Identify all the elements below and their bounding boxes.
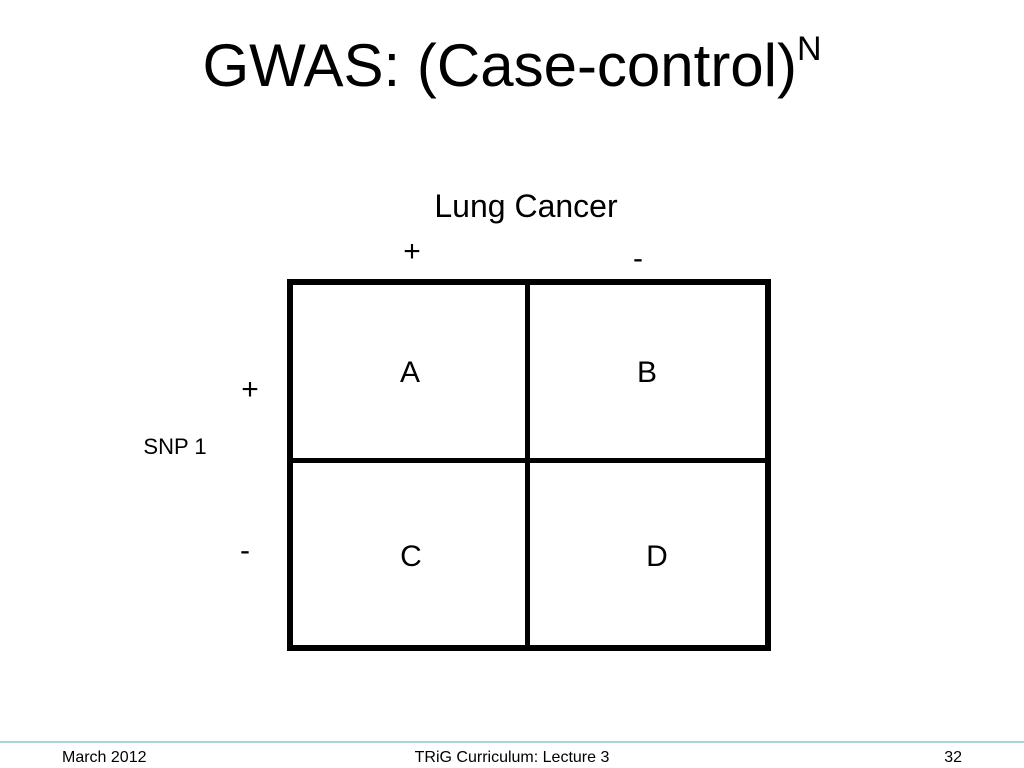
slide-title-text: GWAS: (Case-control): [202, 32, 797, 99]
table-cell-c: C: [293, 463, 530, 645]
row-sign-negative: -: [240, 534, 250, 567]
slide-title: GWAS: (Case-control)N: [0, 26, 1024, 115]
cell-label-b: B: [636, 356, 657, 389]
footer-divider: [0, 741, 1024, 743]
table-cell-d: D: [530, 463, 765, 645]
cell-label-d: D: [646, 540, 668, 573]
table-cell-b: B: [530, 285, 765, 463]
contingency-table: A B C D: [287, 279, 771, 651]
footer-date: March 2012: [62, 749, 147, 766]
column-sign-positive: +: [403, 235, 421, 268]
row-sign-positive: +: [241, 373, 259, 406]
footer-course-title: TRiG Curriculum: Lecture 3: [414, 749, 610, 766]
table-cell-a: A: [293, 285, 530, 463]
column-sign-negative: -: [633, 242, 643, 275]
column-header-label: Lung Cancer: [434, 188, 618, 224]
row-header-label: SNP 1: [143, 434, 207, 459]
slide-title-superscript: N: [797, 30, 822, 68]
cell-label-c: C: [400, 540, 422, 573]
cell-label-a: A: [399, 356, 420, 389]
footer-page-number: 32: [944, 749, 962, 766]
